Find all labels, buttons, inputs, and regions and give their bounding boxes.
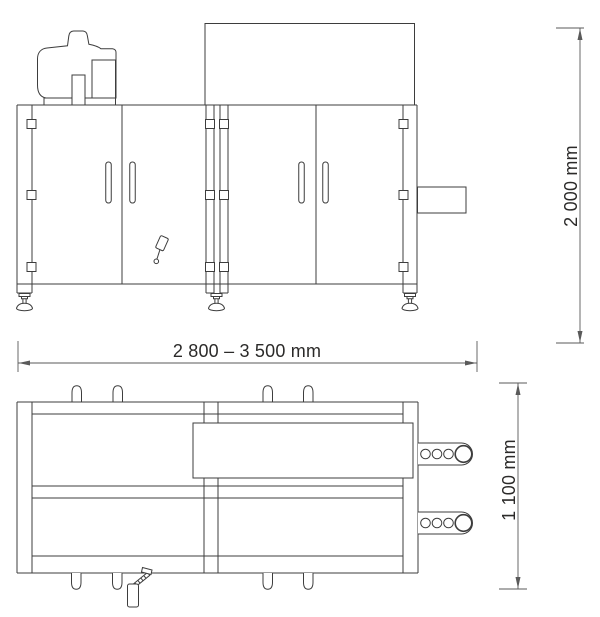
width-dimension-line bbox=[17, 341, 478, 372]
head-center-post bbox=[71, 74, 86, 106]
film-unit bbox=[192, 422, 414, 479]
leveling-foot bbox=[15, 293, 34, 312]
reel-hub bbox=[454, 513, 473, 533]
roller bbox=[420, 448, 431, 460]
hinge bbox=[205, 190, 215, 200]
front-elevation-view bbox=[15, 23, 467, 312]
hinge bbox=[219, 262, 229, 272]
outfeed-conveyor bbox=[417, 186, 467, 214]
guide-peg bbox=[112, 385, 123, 402]
guide-peg bbox=[112, 573, 123, 590]
hinge bbox=[26, 119, 37, 129]
hinge bbox=[219, 190, 229, 200]
machine-head-unit bbox=[37, 30, 117, 106]
guide-peg bbox=[303, 573, 314, 590]
width-dimension: 2 800 – 3 500 mm bbox=[17, 341, 478, 372]
roller bbox=[443, 517, 454, 529]
roller bbox=[443, 448, 454, 460]
plan-frame bbox=[16, 401, 419, 574]
cabinet-frame bbox=[16, 104, 418, 294]
roller bbox=[420, 517, 431, 529]
height-dimension-label: 2 000 mm bbox=[561, 145, 581, 227]
depth-dimension: 1 100 mm bbox=[499, 382, 527, 590]
reel-hub bbox=[454, 444, 473, 464]
door-handle bbox=[322, 161, 329, 204]
hinges bbox=[26, 119, 409, 272]
hinge bbox=[219, 119, 229, 129]
leveling-foot bbox=[207, 293, 226, 312]
head-side-panel bbox=[91, 59, 116, 99]
leveling-foot bbox=[401, 293, 419, 312]
guide-pegs-bottom bbox=[71, 573, 314, 590]
guide-peg bbox=[262, 573, 273, 590]
hinge bbox=[398, 262, 409, 272]
depth-dimension-label: 1 100 mm bbox=[499, 439, 519, 521]
guide-peg bbox=[303, 385, 314, 402]
guide-peg bbox=[262, 385, 273, 402]
door-handle bbox=[298, 161, 305, 204]
door-handle bbox=[129, 161, 136, 204]
door-handles bbox=[105, 161, 329, 204]
film-reel-arm bbox=[418, 511, 473, 535]
lever-icon bbox=[153, 235, 169, 265]
depth-dimension-line bbox=[499, 382, 527, 590]
width-dimension-label: 2 800 – 3 500 mm bbox=[173, 341, 321, 361]
plan-view bbox=[16, 385, 473, 608]
height-dimension: 2 000 mm bbox=[556, 27, 584, 344]
crank-handle bbox=[127, 566, 153, 608]
roller bbox=[431, 448, 443, 460]
guide-peg bbox=[71, 573, 82, 590]
guide-peg bbox=[71, 385, 82, 402]
guide-pegs-top bbox=[71, 385, 314, 402]
roller bbox=[431, 517, 443, 529]
door-handle bbox=[105, 161, 112, 204]
height-dimension-line bbox=[556, 27, 584, 344]
film-reel-arm bbox=[418, 442, 473, 466]
hinge bbox=[205, 119, 215, 129]
top-cabinet-box bbox=[204, 23, 415, 106]
hinge bbox=[398, 119, 409, 129]
hinge bbox=[26, 262, 37, 272]
hinge bbox=[205, 262, 215, 272]
hinge bbox=[26, 190, 37, 200]
hinge bbox=[398, 190, 409, 200]
